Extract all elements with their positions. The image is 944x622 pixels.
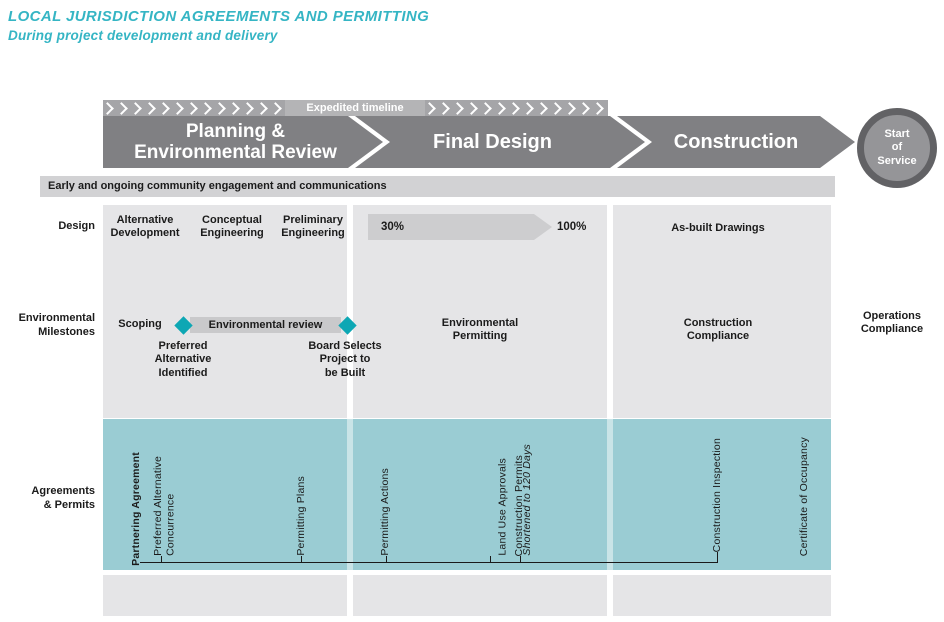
- permit-item-permitting-plans: Permitting Plans: [295, 476, 307, 556]
- row-label-environmental-milestones: Environmental Milestones: [18, 312, 95, 338]
- row-label-agreements-permits: Agreements & Permits: [31, 485, 95, 511]
- design-item-conceptual-engineering: Conceptual Engineering: [200, 214, 264, 240]
- phase-arrow-construction: Construction: [617, 116, 855, 168]
- permit-item-preferred-alternative-concurrence: Preferred Alternative Concurrence: [152, 456, 177, 556]
- permit-item-permitting-actions: Permitting Actions: [379, 468, 391, 556]
- start-of-service-badge: Start of Service: [857, 108, 937, 188]
- timeline-tick: [717, 552, 718, 563]
- column-divider: [607, 419, 613, 570]
- column-planning: [103, 205, 347, 418]
- column-final-design-bottom: [353, 575, 607, 616]
- design-progress-end-label: 100%: [557, 221, 587, 233]
- chevron-pattern-icon: [103, 100, 285, 116]
- permit-item-certificate-of-occupancy: Certificate of Occupancy: [798, 436, 810, 556]
- board-selects-caption: Board Selects Project to be Built: [308, 340, 382, 379]
- expedited-timeline-label: Expedited timeline: [285, 100, 425, 116]
- permit-item-label: Land Use Approvals: [496, 458, 509, 556]
- column-construction: [613, 205, 831, 418]
- design-item-preliminary-engineering: Preliminary Engineering: [281, 214, 345, 240]
- permits-timeline-line: [140, 562, 718, 563]
- as-built-drawings-label: As-built Drawings: [671, 222, 765, 234]
- page-title: LOCAL JURISDICTION AGREEMENTS AND PERMIT…: [8, 8, 430, 25]
- timeline-tick: [520, 556, 521, 563]
- timeline-tick: [386, 556, 387, 563]
- column-planning-bottom: [103, 575, 347, 616]
- phase-arrow-final-design: Final Design: [355, 116, 645, 168]
- column-divider: [347, 419, 353, 570]
- timeline-tick: [490, 556, 491, 563]
- environmental-review-bar: Environmental review: [190, 317, 341, 333]
- permit-item-partnering-agreement: Partnering Agreement: [130, 452, 142, 566]
- design-item-alternative-development: Alternative Development: [110, 214, 180, 240]
- scoping-label: Scoping: [118, 318, 162, 330]
- permit-item-construction-inspection: Construction Inspection: [711, 437, 723, 552]
- timeline-tick: [161, 556, 162, 563]
- environmental-permitting-label: Environmental Permitting: [441, 317, 519, 343]
- page-subtitle: During project development and delivery: [8, 28, 278, 43]
- design-progress-arrow: 30%: [368, 214, 552, 240]
- operations-compliance-label: Operations Compliance: [860, 310, 924, 336]
- engagement-bar: Early and ongoing community engagement a…: [40, 176, 835, 197]
- phase-arrow-planning: Planning & Environmental Review: [103, 116, 383, 168]
- timeline-tick: [301, 556, 302, 563]
- agreements-permits-band: [103, 419, 831, 570]
- construction-compliance-label: Construction Compliance: [683, 317, 753, 343]
- permit-item-construction-permits: Construction Permits: [513, 454, 525, 556]
- column-construction-bottom: [613, 575, 831, 616]
- column-final-design: [353, 205, 607, 418]
- preferred-alternative-caption: Preferred Alternative Identified: [154, 340, 212, 379]
- row-label-design: Design: [58, 220, 95, 232]
- chevron-pattern-icon: [425, 100, 608, 116]
- expedited-timeline-band: Expedited timeline: [103, 100, 608, 116]
